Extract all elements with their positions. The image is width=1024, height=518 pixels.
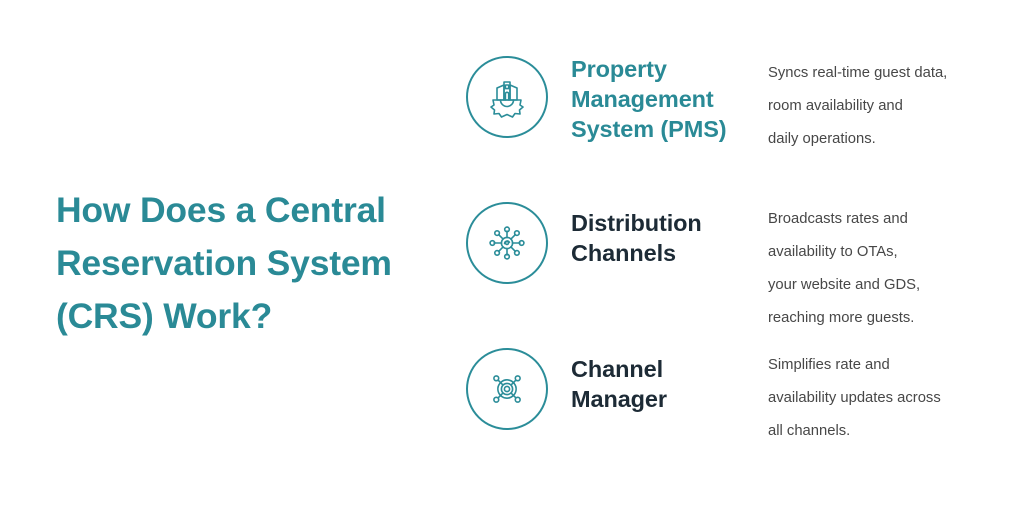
item-desc-line-1: Syncs real-time guest data,	[768, 65, 948, 81]
list-item-title: Channel Manager	[571, 354, 759, 414]
item-desc-line-3: all channels.	[768, 423, 851, 439]
item-desc-line-2: room availability and	[768, 98, 903, 114]
item-title-line-2: Manager	[571, 386, 667, 412]
item-title-line-1: Distribution	[571, 210, 702, 236]
item-title-line-3: System (PMS)	[571, 116, 727, 142]
item-desc-line-3: your website and GDS,	[768, 277, 921, 293]
target-spokes-icon	[466, 348, 548, 430]
list-item-property-management-system: Property Management System (PMS) Syncs r…	[466, 52, 1006, 156]
list-item-description: Simplifies rate and availability updates…	[768, 349, 996, 448]
list-item-channel-manager: Channel Manager Simplifies rate and avai…	[466, 344, 1006, 448]
item-title-line-2: Channels	[571, 240, 676, 266]
headline-line-3: (CRS) Work?	[56, 295, 273, 336]
item-title-line-2: Management	[571, 86, 714, 112]
page-title: How Does a Central Reservation System (C…	[56, 184, 456, 343]
item-title-line-1: Property	[571, 56, 667, 82]
item-desc-line-4: reaching more guests.	[768, 310, 915, 326]
headline-line-1: How Does a Central	[56, 189, 386, 230]
list-item-distribution-channels: Distribution Channels Broadcasts rates a…	[466, 198, 1006, 335]
list-item-title: Distribution Channels	[571, 208, 759, 268]
list-item-description: Syncs real-time guest data, room availab…	[768, 57, 996, 156]
building-gear-icon	[466, 56, 548, 138]
list-item-description: Broadcasts rates and availability to OTA…	[768, 203, 996, 335]
item-desc-line-1: Broadcasts rates and	[768, 211, 908, 227]
headline-line-2: Reservation System	[56, 242, 392, 283]
item-desc-line-1: Simplifies rate and	[768, 357, 890, 373]
item-desc-line-3: daily operations.	[768, 131, 876, 147]
list-item-title: Property Management System (PMS)	[571, 54, 759, 144]
network-hub-icon	[466, 202, 548, 284]
item-title-line-1: Channel	[571, 356, 664, 382]
item-desc-line-2: availability updates across	[768, 390, 941, 406]
item-desc-line-2: availability to OTAs,	[768, 244, 898, 260]
